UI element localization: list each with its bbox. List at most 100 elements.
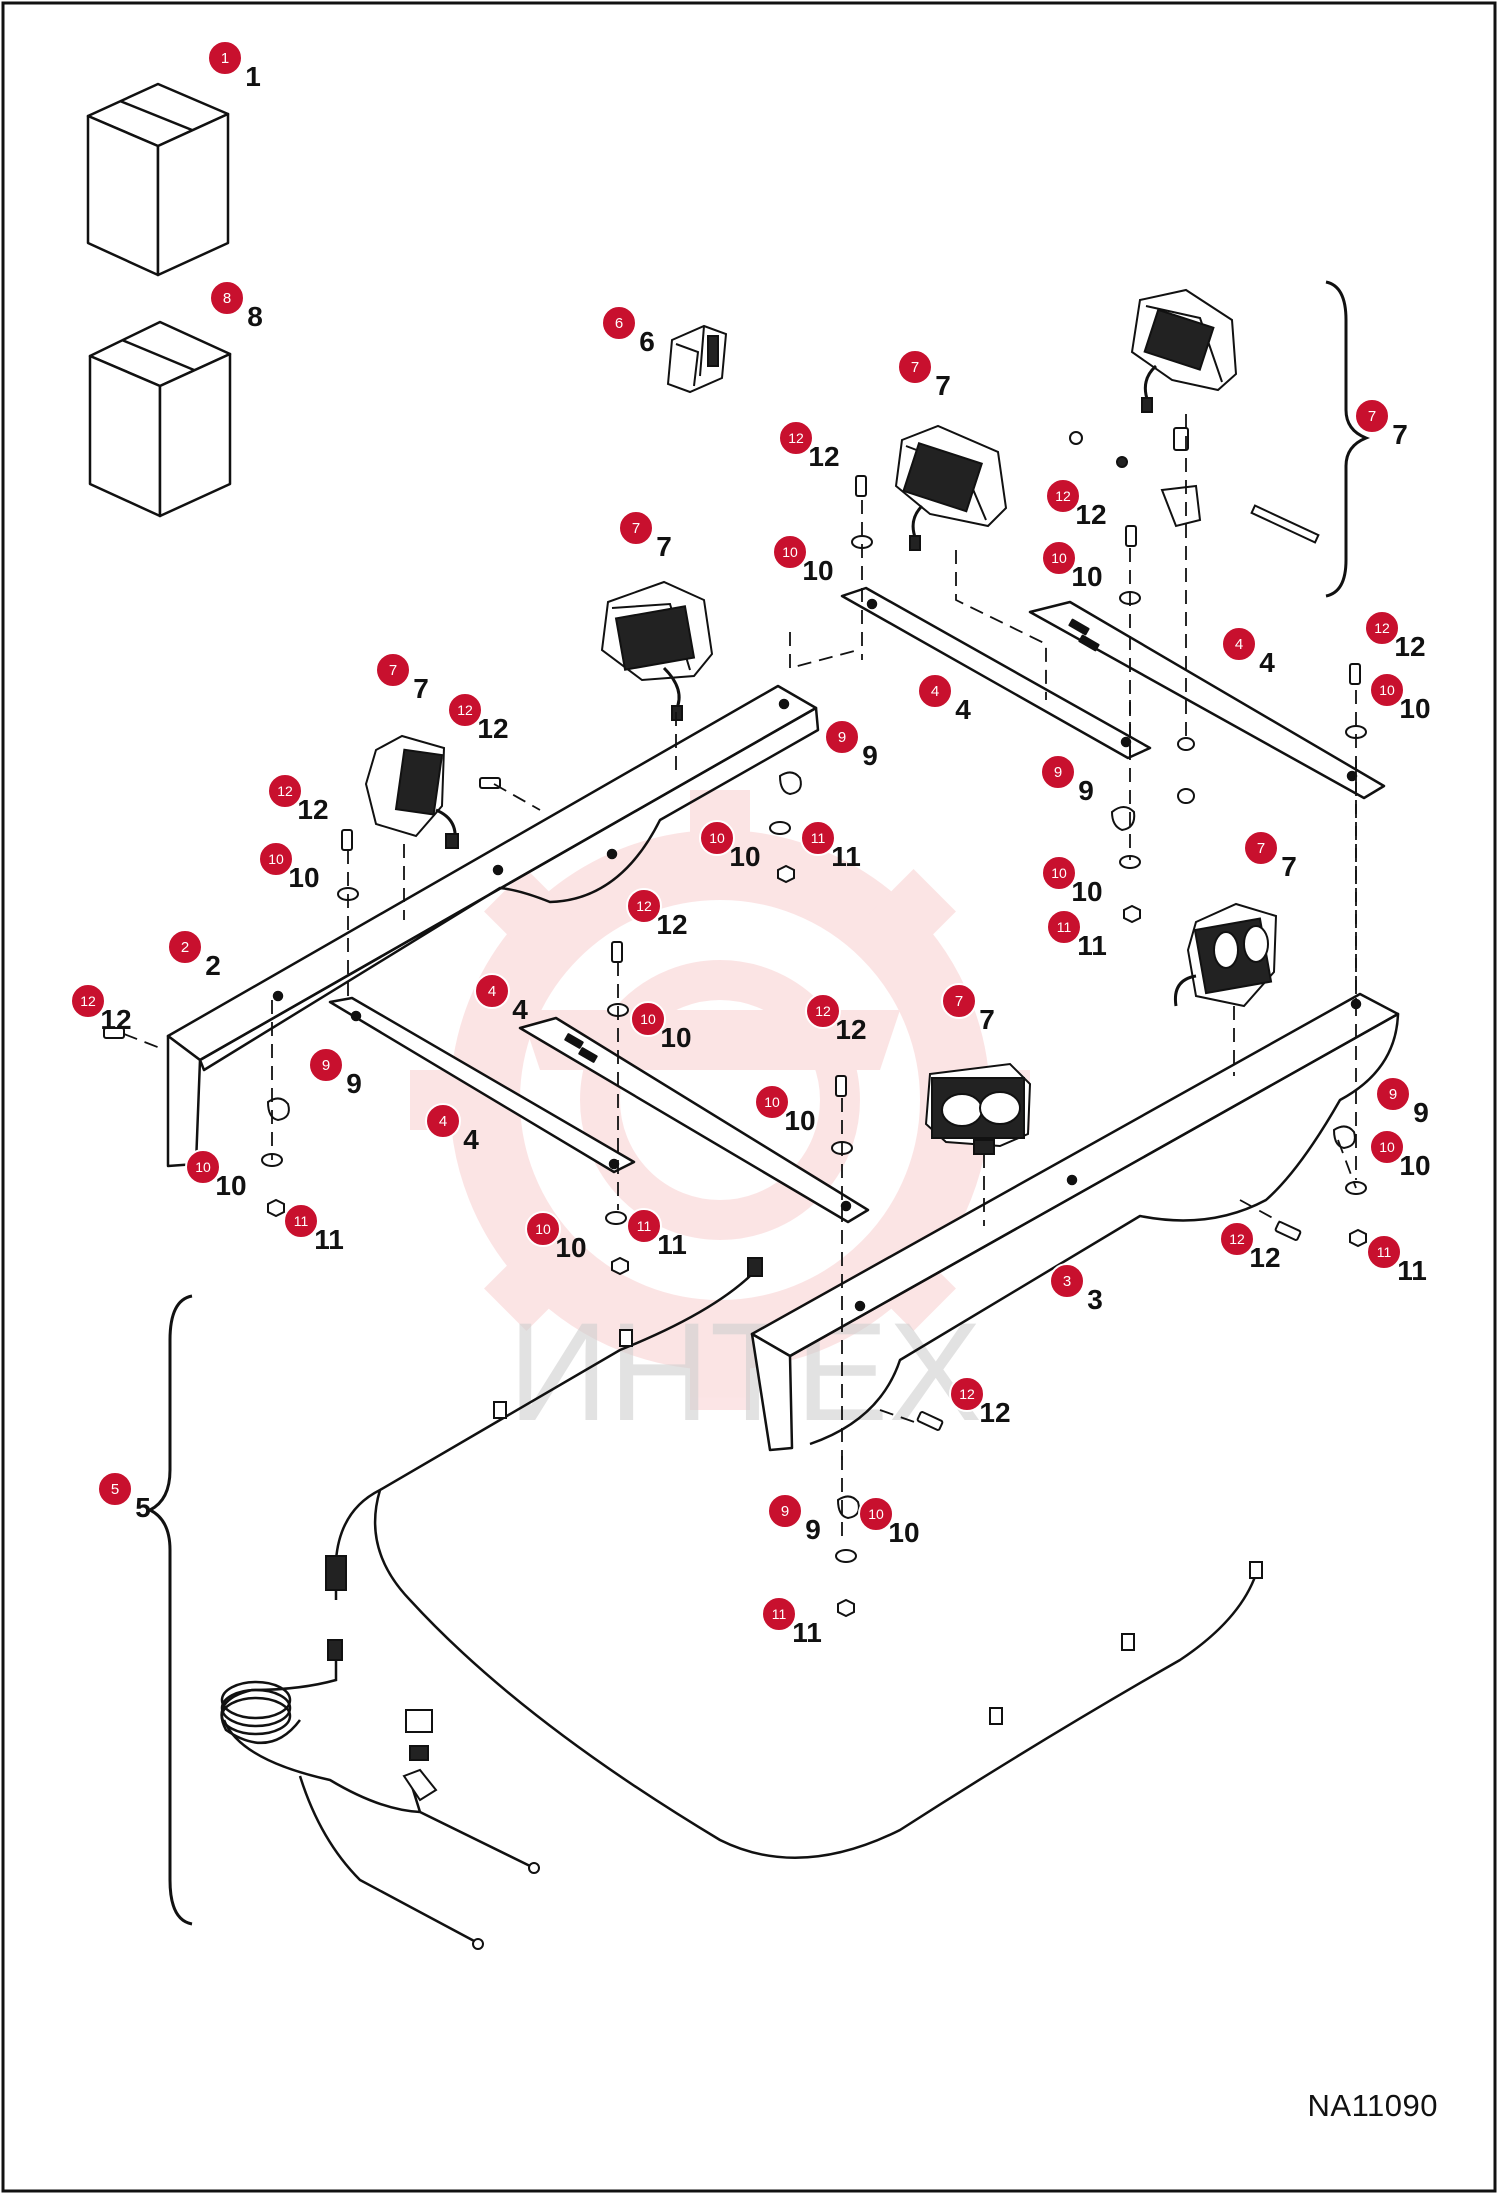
callout-number: 9 <box>1389 1086 1397 1103</box>
callout-2: 22 <box>167 929 221 981</box>
callout-ghost-label: 4 <box>463 1124 479 1155</box>
callout-number: 7 <box>955 993 963 1010</box>
callout-badge <box>447 692 483 728</box>
callout-9: 99 <box>1375 1076 1429 1128</box>
callout-6: 66 <box>601 305 655 357</box>
callout-ghost-label: 12 <box>1075 499 1106 530</box>
callout-7: 77 <box>375 652 429 704</box>
callout-ghost-label: 11 <box>1397 1255 1427 1286</box>
callout-9: 99 <box>767 1493 821 1545</box>
washer <box>605 1211 627 1225</box>
callout-ghost-label: 10 <box>729 841 760 872</box>
callout-ghost-label: 6 <box>639 326 655 357</box>
callout-badge <box>626 1208 662 1244</box>
callout-badge <box>207 40 243 76</box>
callout-number: 11 <box>1377 1244 1392 1260</box>
callout-number: 10 <box>1379 682 1395 698</box>
callout-badge <box>1375 1076 1411 1112</box>
work-light-center <box>600 580 714 721</box>
callout-ghost-label: 10 <box>1071 561 1102 592</box>
callout-badge <box>185 1149 221 1185</box>
callout-ghost-label: 5 <box>135 1492 151 1523</box>
callout-badge <box>754 1084 790 1120</box>
callout-ghost-label: 4 <box>955 694 971 725</box>
callout-badge <box>1049 1263 1085 1299</box>
mounting-bracket-item-3 <box>750 992 1400 1452</box>
mounting-bracket-item-4-b <box>1028 600 1386 800</box>
callout-11: 11 11 <box>761 1596 822 1648</box>
bolt <box>1274 1221 1302 1241</box>
bolt <box>916 1411 944 1431</box>
callout-ghost-label: 7 <box>979 1004 995 1035</box>
callout-badge <box>858 1496 894 1532</box>
callout-number: 12 <box>636 898 652 914</box>
callout-badge <box>778 420 814 456</box>
clamp <box>266 1097 290 1122</box>
callout-layer: 1188667777777777771212121212121212121212… <box>70 40 1431 1648</box>
callout-badge <box>897 349 933 385</box>
callout-5: 55 <box>97 1471 151 1523</box>
callout-7: 77 <box>897 349 951 401</box>
callout-ghost-label: 7 <box>935 370 951 401</box>
nut <box>267 1198 285 1218</box>
callout-ghost-label: 10 <box>802 555 833 586</box>
callout-ghost-label: 10 <box>215 1170 246 1201</box>
callout-badge <box>1046 909 1082 945</box>
callout-number: 7 <box>389 662 397 679</box>
group-brace-item-7 <box>1325 280 1371 598</box>
callout-number: 10 <box>535 1221 551 1237</box>
callout-badge <box>1364 610 1400 646</box>
callout-number: 4 <box>1235 636 1243 653</box>
callout-badge <box>1369 1129 1405 1165</box>
callout-7: 77 <box>1354 398 1408 450</box>
drawing-number: NA11090 <box>1307 2088 1438 2123</box>
callout-number: 11 <box>772 1606 787 1622</box>
clamp <box>1110 806 1136 832</box>
callout-ghost-label: 9 <box>1078 775 1094 806</box>
work-light-lower-center <box>924 1062 1032 1155</box>
clamp <box>778 771 802 796</box>
bolt <box>855 475 867 497</box>
bolt <box>611 941 623 963</box>
callout-badge <box>425 1103 461 1139</box>
callout-badge <box>630 1001 666 1037</box>
callout-ghost-label: 10 <box>784 1105 815 1136</box>
callout-number: 12 <box>277 783 293 799</box>
nut <box>837 1598 855 1618</box>
clamp <box>836 1495 860 1520</box>
callout-number: 6 <box>615 315 623 332</box>
callout-badge <box>267 773 303 809</box>
callout-badge <box>805 993 841 1029</box>
callout-badge <box>474 973 510 1009</box>
callout-badge <box>949 1376 985 1412</box>
mounting-bracket-item-4-c <box>328 996 636 1174</box>
callout-badge <box>209 280 245 316</box>
callout-ghost-label: 9 <box>346 1068 362 1099</box>
callout-ghost-label: 10 <box>888 1517 919 1548</box>
callout-ghost-label: 4 <box>512 994 528 1025</box>
bolt <box>103 1027 125 1039</box>
bolt <box>1173 427 1189 451</box>
callout-number: 7 <box>1368 408 1376 425</box>
callout-4: 44 <box>425 1103 479 1155</box>
callout-number: 10 <box>1379 1139 1395 1155</box>
callout-ghost-label: 11 <box>792 1617 822 1648</box>
callout-number: 10 <box>868 1506 884 1522</box>
callout-4: 44 <box>1221 626 1275 678</box>
callout-number: 10 <box>782 544 798 560</box>
